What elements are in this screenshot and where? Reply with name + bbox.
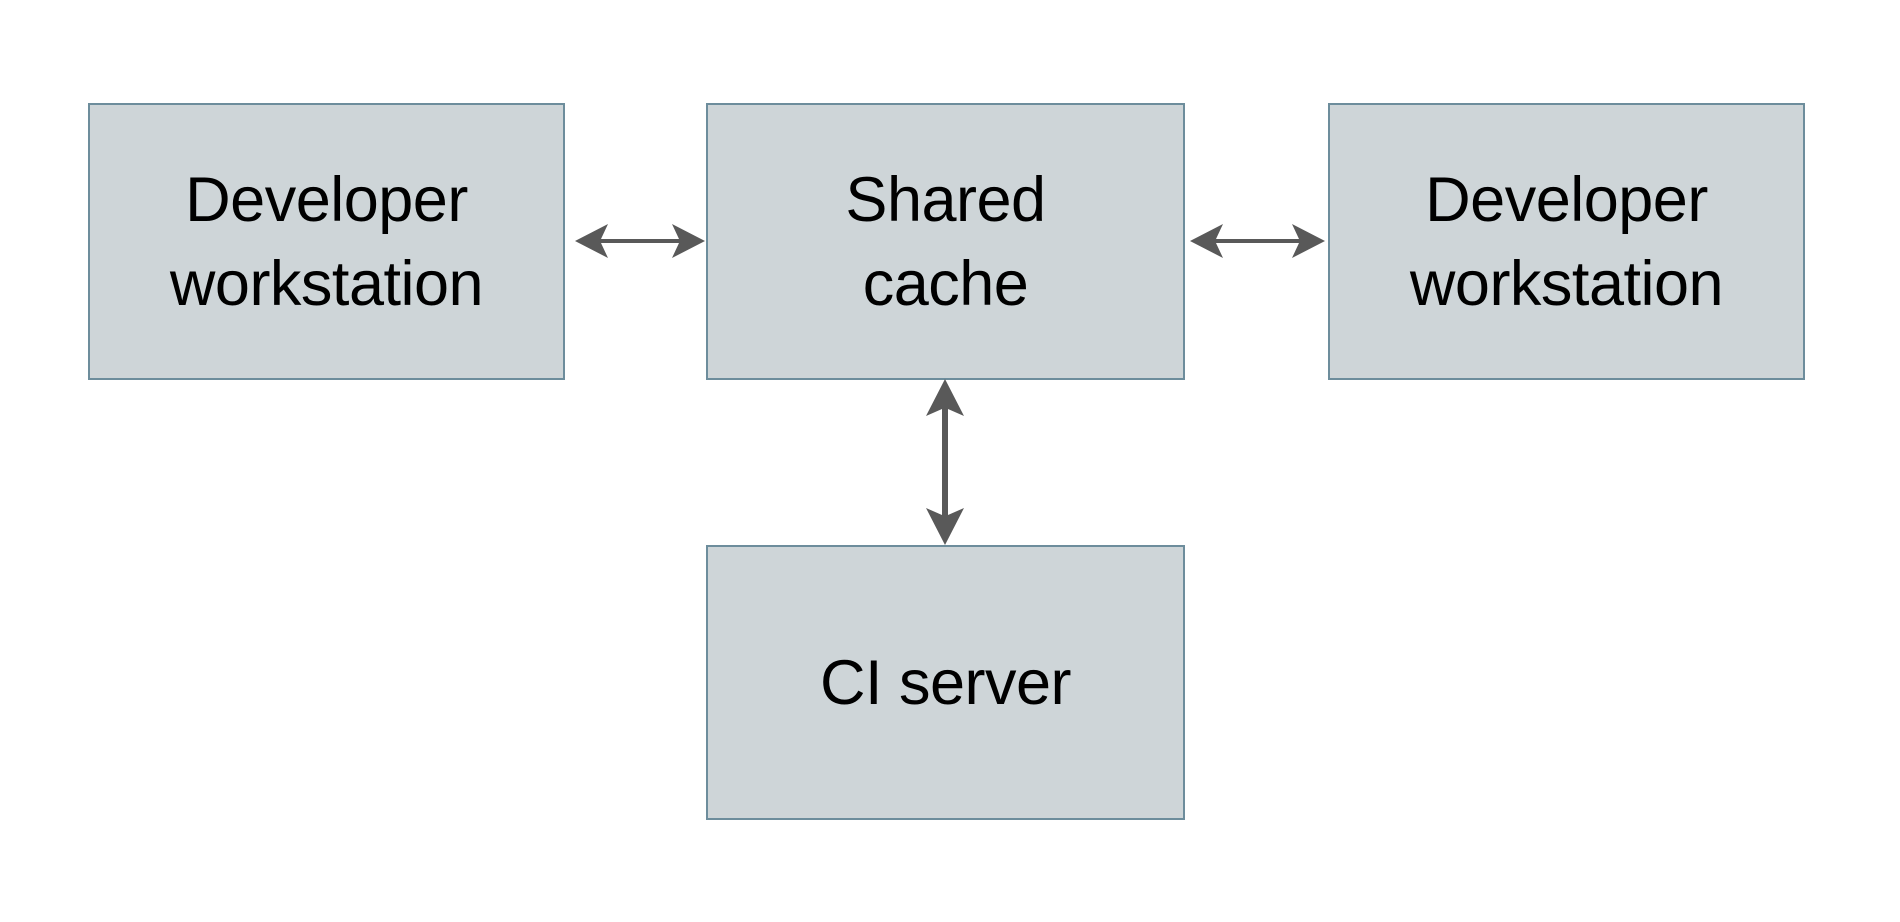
double-arrow-icon [575,224,705,258]
node-developer-workstation-right[interactable]: Developer workstation [1328,103,1805,380]
node-label: Developer workstation [169,164,484,319]
node-shared-cache[interactable]: Shared cache [706,103,1185,380]
edge-shared-cache-to-right-workstation [1190,224,1325,258]
edge-left-workstation-to-shared-cache [575,224,705,258]
node-developer-workstation-left[interactable]: Developer workstation [88,103,565,380]
edge-shared-cache-to-ci-server [926,379,964,545]
node-label: CI server [819,647,1072,718]
node-label: Shared cache [845,164,1046,319]
node-ci-server[interactable]: CI server [706,545,1185,820]
node-label: Developer workstation [1409,164,1724,319]
double-arrow-icon [926,379,964,545]
double-arrow-icon [1190,224,1325,258]
